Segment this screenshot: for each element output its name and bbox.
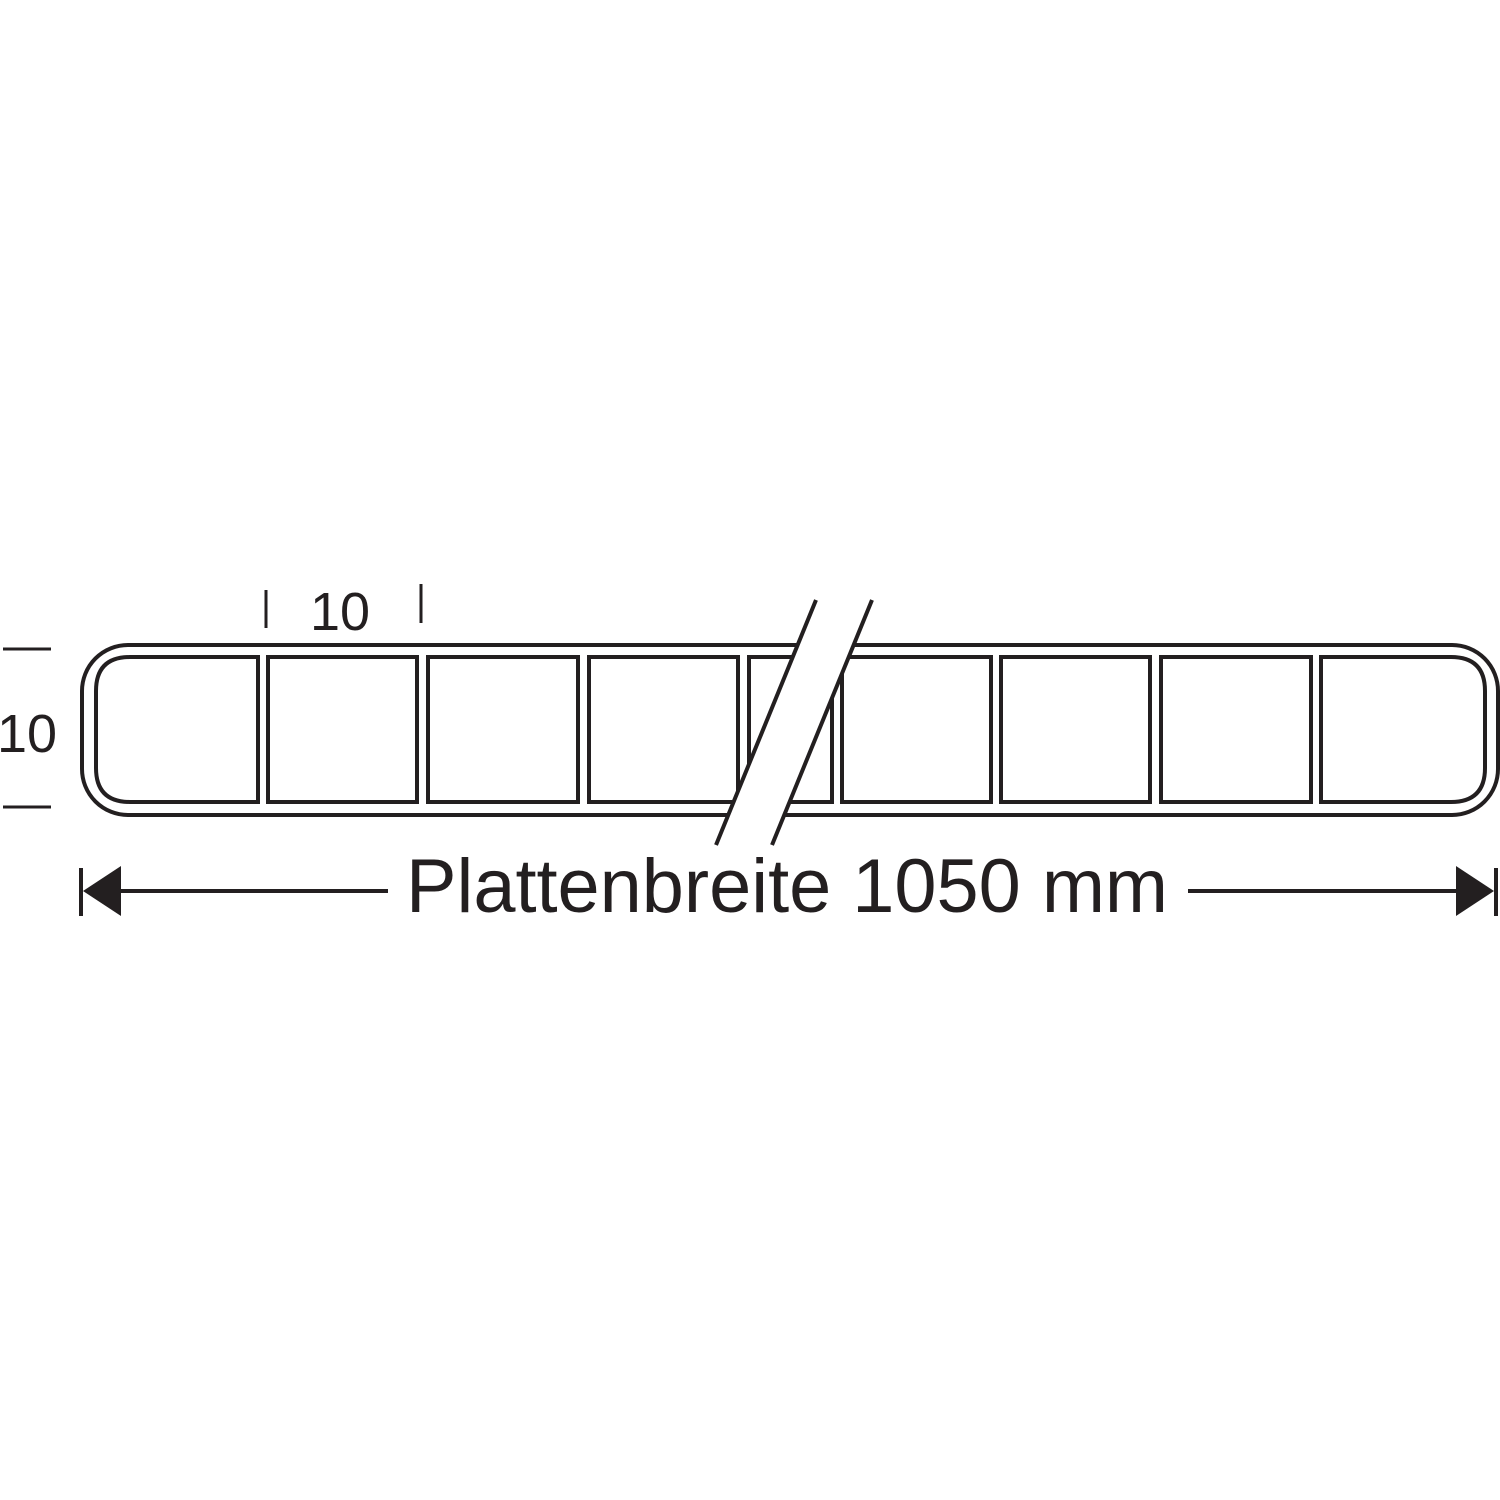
arrowhead-left-icon [83,866,121,916]
profile-chamber [94,655,260,804]
profile-chamber [999,655,1152,804]
width-label: Plattenbreite 1050 mm [406,844,1168,929]
break-mark [714,599,874,846]
profile-chamber [426,655,580,804]
arrowhead-right-icon [1456,866,1494,916]
profile-outer-wall [80,643,1500,817]
cell-width-dimension [264,584,423,628]
profile-chamber [1159,655,1313,804]
thickness-label: 10 [0,704,57,764]
thickness-dimension [3,647,51,809]
break-line-right [770,599,874,846]
break-line-left [714,599,818,846]
profile-chamber [266,655,419,804]
profile-chamber [1319,655,1487,804]
profile-chamber [840,655,993,804]
break-gap [716,600,872,845]
profile-chamber [587,655,740,804]
cell-width-label: 10 [310,582,370,642]
width-dimension: Plattenbreite 1050 mm [79,844,1498,929]
